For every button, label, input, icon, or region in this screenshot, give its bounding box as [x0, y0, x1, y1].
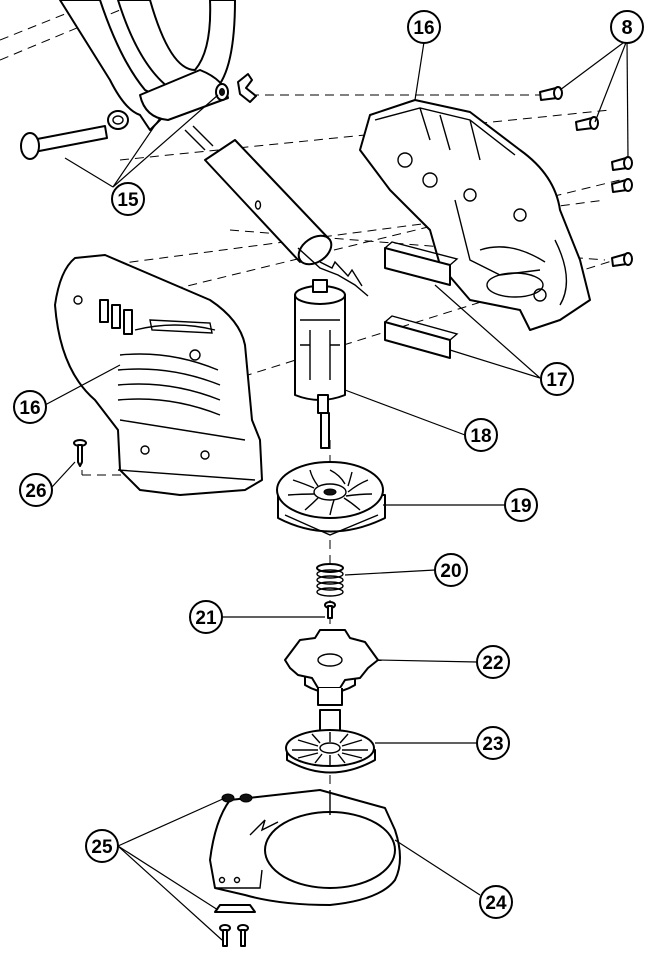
bolt-15 — [20, 125, 108, 160]
spool-cover-23 — [285, 709, 376, 774]
callout-22: 22 — [476, 645, 510, 679]
callout-16-left: 16 — [13, 390, 47, 424]
callout-25-label: 25 — [91, 837, 113, 858]
motor-18 — [294, 279, 346, 449]
callout-26-label: 26 — [25, 481, 46, 502]
right-housing-16 — [359, 99, 591, 331]
callout-20: 20 — [434, 553, 468, 587]
guard-24 — [209, 789, 401, 906]
spool-22 — [284, 629, 379, 706]
callout-18: 18 — [464, 418, 498, 452]
callout-8-label: 8 — [621, 17, 632, 39]
callout-24: 24 — [479, 885, 513, 919]
callout-16-top-label: 16 — [413, 18, 434, 39]
screw-21 — [324, 601, 336, 619]
callout-16-left-label: 16 — [19, 398, 40, 419]
callout-26: 26 — [19, 473, 53, 507]
callout-25: 25 — [85, 829, 119, 863]
hardware-25 — [214, 793, 256, 947]
callout-19: 19 — [504, 488, 538, 522]
callout-18-label: 18 — [470, 426, 491, 447]
handle-assembly — [20, 0, 369, 297]
shaft-tube — [184, 125, 369, 297]
left-housing-16 — [54, 254, 263, 496]
callout-17: 17 — [540, 362, 574, 396]
felt-strips-17 — [384, 241, 459, 359]
callout-15-label: 15 — [117, 190, 139, 211]
callout-20-label: 20 — [440, 561, 461, 582]
callout-23-label: 23 — [482, 734, 503, 755]
spring-20 — [316, 563, 344, 597]
callout-24-label: 24 — [485, 893, 507, 914]
fan-19 — [276, 461, 386, 536]
screws-8 — [539, 86, 633, 267]
callout-21: 21 — [189, 600, 223, 634]
callout-16-top: 16 — [407, 10, 441, 44]
callout-19-label: 19 — [510, 496, 531, 517]
callout-15: 15 — [111, 182, 145, 216]
callout-8: 8 — [610, 10, 644, 44]
callout-23: 23 — [476, 726, 510, 760]
screw-26 — [73, 439, 87, 467]
callout-22-label: 22 — [482, 653, 503, 674]
callout-21-label: 21 — [195, 608, 217, 629]
callout-17-label: 17 — [546, 370, 567, 391]
leader-lines — [44, 39, 629, 941]
